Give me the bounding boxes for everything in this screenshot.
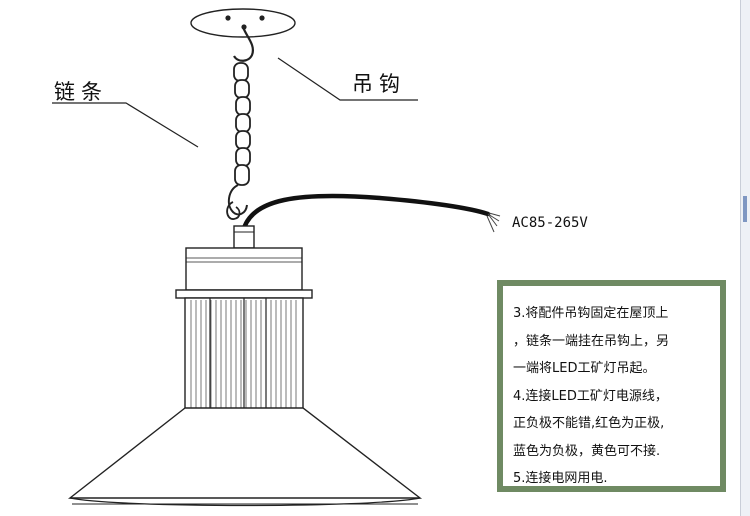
instruction-line: 3.将配件吊钩固定在屋顶上 [513, 306, 669, 321]
instruction-line: 一端将LED工矿灯吊起。 [513, 361, 656, 376]
page-edge-strip [740, 0, 750, 516]
ceiling-hook [233, 26, 254, 62]
instruction-line: 4.连接LED工矿灯电源线， [513, 388, 668, 404]
chain-label: 链条 [54, 80, 108, 104]
cable-gland [233, 225, 255, 249]
heatsink-fins [184, 297, 304, 417]
ceiling-plate [190, 8, 296, 38]
driver-housing [175, 247, 313, 299]
hanging-chain [227, 62, 251, 216]
scrollbar-thumb[interactable] [743, 196, 747, 222]
instruction-line: ，链条一端挂在吊钩上，另 [513, 333, 670, 349]
power-cable [240, 193, 501, 235]
lamp-eyelet [226, 201, 241, 220]
instruction-line: 5.连接电网用电. [513, 471, 608, 486]
hook-label: 吊钩 [352, 72, 406, 96]
reflector-shade [67, 407, 423, 507]
instruction-line: 正负极不能错,红色为正极, [513, 416, 665, 431]
voltage-label: AC85-265V [512, 215, 588, 231]
instruction-line: 蓝色为负极，黄色可不接. [513, 443, 661, 459]
instruction-box: 3.将配件吊钩固定在屋顶上 ，链条一端挂在吊钩上，另 一端将LED工矿灯吊起。 … [497, 280, 726, 492]
leader-lines [52, 57, 418, 148]
